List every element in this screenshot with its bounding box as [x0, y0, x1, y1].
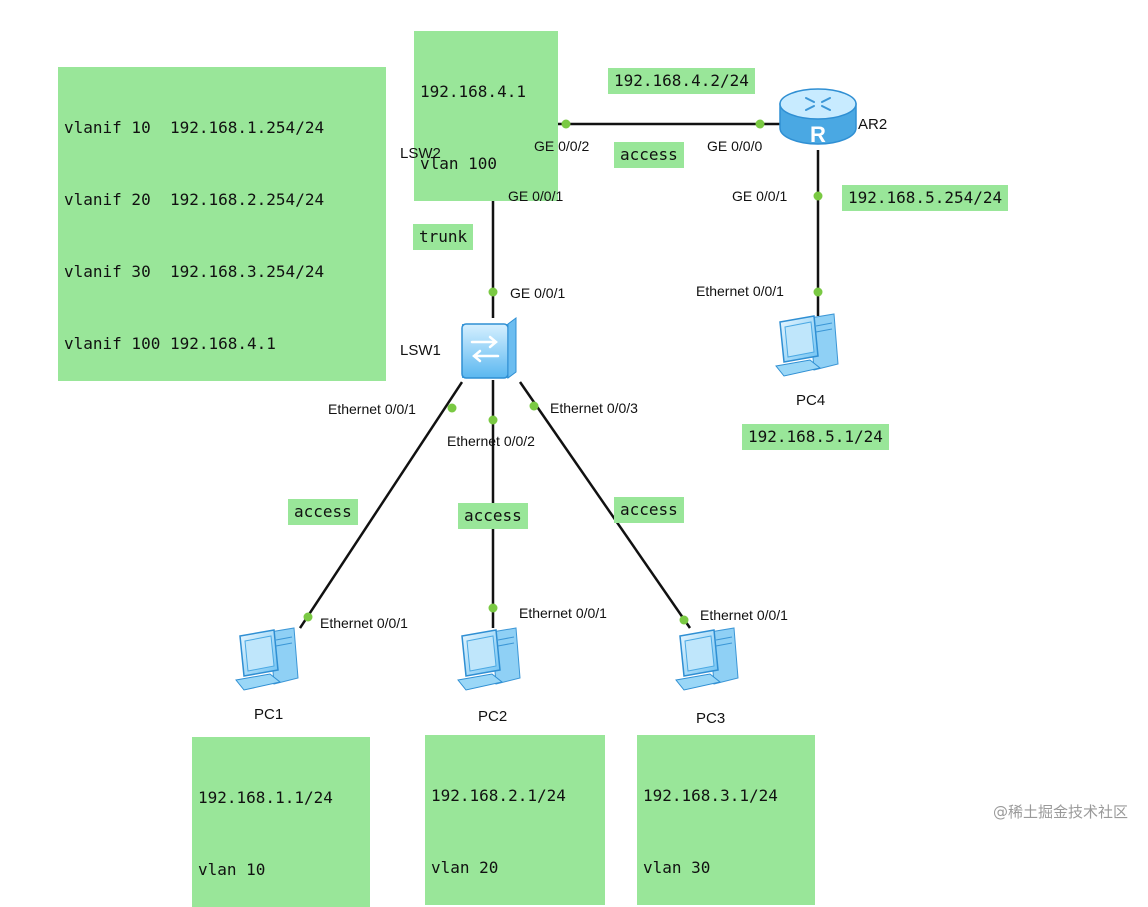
- note-access-pc2: access: [458, 503, 528, 529]
- port-dot: [561, 119, 571, 129]
- router-icon[interactable]: R: [779, 88, 857, 147]
- device-name-pc3: PC3: [696, 710, 726, 727]
- note-vlanif: vlanif 10 192.168.1.254/24 vlanif 20 192…: [58, 67, 386, 381]
- pc-icon[interactable]: [775, 313, 839, 377]
- port-label-lsw1-e2: Ethernet 0/0/2: [447, 433, 535, 449]
- port-label-pc1-eth: Ethernet 0/0/1: [320, 615, 408, 631]
- port-dot: [813, 287, 823, 297]
- note-line: 192.168.1.1/24: [198, 788, 333, 807]
- note-pc3: 192.168.3.1/24 vlan 30: [637, 735, 815, 905]
- port-label-lsw1-ge001: GE 0/0/1: [510, 285, 566, 301]
- port-label-lsw1-e3: Ethernet 0/0/3: [550, 400, 638, 416]
- pc-icon[interactable]: [675, 627, 739, 691]
- switch-icon[interactable]: [461, 317, 517, 379]
- note-pc1: 192.168.1.1/24 vlan 10: [192, 737, 370, 907]
- note-access-pc3: access: [614, 497, 684, 523]
- link-lsw1-pc1: [298, 381, 464, 629]
- note-line: vlanif 30 192.168.3.254/24: [64, 262, 325, 281]
- port-label-ar2-ge001: GE 0/0/1: [732, 188, 788, 204]
- port-dot: [488, 287, 498, 297]
- note-access-top: access: [614, 142, 684, 168]
- device-name-pc2: PC2: [478, 708, 508, 725]
- note-line: vlanif 20 192.168.2.254/24: [64, 190, 325, 209]
- port-dot: [488, 415, 498, 425]
- note-line: 192.168.4.1: [420, 82, 526, 101]
- note-line: vlan 10: [198, 860, 266, 879]
- port-label-lsw1-e1: Ethernet 0/0/1: [328, 401, 416, 417]
- pc-icon[interactable]: [457, 627, 521, 691]
- note-line: vlanif 10 192.168.1.254/24: [64, 118, 325, 137]
- device-name-pc1: PC1: [254, 706, 284, 723]
- pc-icon[interactable]: [235, 627, 299, 691]
- note-line: vlan 30: [643, 858, 711, 877]
- note-line: 192.168.2.1/24: [431, 786, 566, 805]
- port-dot: [488, 603, 498, 613]
- note-line: vlan 100: [420, 154, 498, 173]
- note-access-pc1: access: [288, 499, 358, 525]
- port-dot: [679, 615, 689, 625]
- port-label-lsw2-ge001: GE 0/0/1: [508, 188, 564, 204]
- watermark: @稀土掘金技术社区: [992, 803, 1128, 821]
- note-line: vlan 20: [431, 858, 499, 877]
- port-dot: [755, 119, 765, 129]
- svg-text:R: R: [810, 122, 826, 147]
- device-name-lsw1: LSW1: [400, 342, 441, 359]
- note-ar2-lan: 192.168.5.254/24: [842, 185, 1009, 211]
- port-label-ar2-ge000: GE 0/0/0: [707, 138, 763, 154]
- port-label-pc2-eth: Ethernet 0/0/1: [519, 605, 607, 621]
- device-name-ar2: AR2: [858, 116, 888, 133]
- note-pc2: 192.168.2.1/24 vlan 20: [425, 735, 605, 905]
- port-dot: [529, 401, 539, 411]
- note-ar2-ip: 192.168.4.2/24: [608, 68, 755, 94]
- note-line: 192.168.3.1/24: [643, 786, 778, 805]
- port-dot: [303, 612, 313, 622]
- note-lsw2-ip: 192.168.4.1 vlan 100: [414, 31, 558, 201]
- port-label-lsw2-ge002: GE 0/0/2: [534, 138, 590, 154]
- port-dot: [813, 191, 823, 201]
- note-line: vlanif 100 192.168.4.1: [64, 334, 276, 353]
- port-dot: [447, 403, 457, 413]
- note-pc4-ip: 192.168.5.1/24: [742, 424, 889, 450]
- port-label-pc3-eth: Ethernet 0/0/1: [700, 607, 788, 623]
- port-label-pc4-eth: Ethernet 0/0/1: [696, 283, 784, 299]
- link-lsw1-pc3: [518, 381, 692, 629]
- device-name-pc4: PC4: [796, 392, 826, 409]
- note-trunk: trunk: [413, 224, 474, 250]
- device-name-lsw2: LSW2: [400, 145, 441, 162]
